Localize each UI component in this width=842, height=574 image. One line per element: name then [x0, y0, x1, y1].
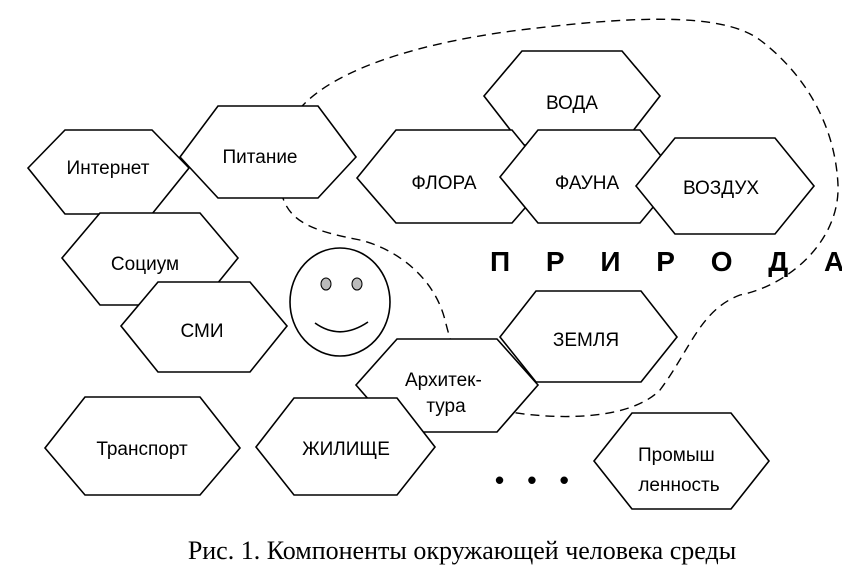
- hex-internet: Интернет: [26, 129, 191, 215]
- hex-label-zhilishche: ЖИЛИЩЕ: [302, 439, 390, 460]
- hex-zemlya: ЗЕМЛЯ: [498, 290, 679, 383]
- hex-label-internet: Интернет: [67, 158, 150, 179]
- hex-pitanie: Питание: [178, 105, 358, 199]
- smiley-right-eye: [351, 277, 363, 291]
- hex-label-vozdukh: ВОЗДУХ: [683, 178, 759, 199]
- nature-boundary: [279, 18, 839, 418]
- hex-label-smi: СМИ: [181, 321, 224, 342]
- smiley-mouth: [314, 321, 369, 333]
- hex-vozdukh: ВОЗДУХ: [634, 137, 816, 235]
- ellipsis: • • •: [495, 465, 577, 495]
- hex-promyshlennost: Промыш ленность: [592, 412, 771, 510]
- hex-label-voda: ВОДА: [546, 93, 598, 114]
- hex-voda: ВОДА: [482, 50, 662, 146]
- smiley-left-eye: [320, 277, 332, 291]
- hex-label-zemlya: ЗЕМЛЯ: [553, 330, 619, 351]
- hex-label-flora: ФЛОРА: [411, 173, 476, 194]
- smiley-face: [289, 247, 391, 357]
- figure-caption: Рис. 1. Компоненты окружающей человека с…: [188, 536, 736, 565]
- hex-smi: СМИ: [119, 281, 289, 373]
- hex-label-promyshlennost: Промыш ленность: [638, 445, 720, 496]
- hex-flora: ФЛОРА: [355, 129, 553, 224]
- hex-label-arkhitektura: Архитек- тура: [405, 370, 487, 417]
- hex-label-socium: Социум: [111, 254, 179, 275]
- hex-label-transport: Транспорт: [96, 439, 188, 460]
- hex-zhilishche: ЖИЛИЩЕ: [254, 397, 437, 496]
- hex-transport: Транспорт: [43, 396, 242, 496]
- nature-label: П Р И Р О Д А: [490, 246, 842, 277]
- hex-fauna: ФАУНА: [498, 129, 680, 224]
- hex-label-fauna: ФАУНА: [555, 173, 620, 194]
- hex-label-pitanie: Питание: [223, 147, 298, 168]
